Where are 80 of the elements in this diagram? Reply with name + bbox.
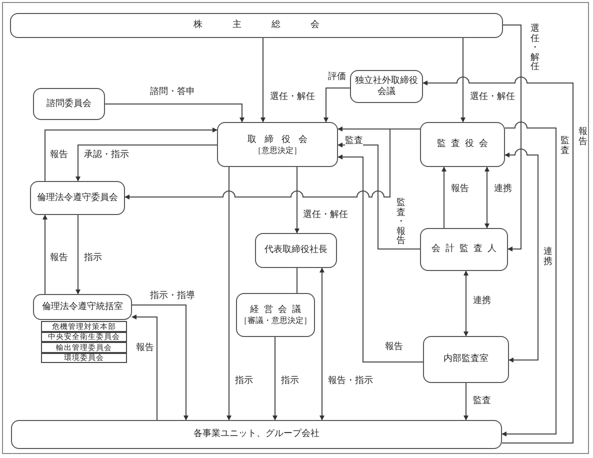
- committee-box: [30, 181, 125, 215]
- box-label: 会計監査人: [432, 244, 502, 255]
- audit-office-box: [423, 336, 509, 383]
- edge-label: 報告: [136, 343, 154, 353]
- arrow: [272, 336, 278, 420]
- edge-label: 報告: [385, 342, 403, 352]
- edge-label: 連携: [543, 248, 553, 267]
- edge-label: 指示: [235, 376, 253, 386]
- box-label: ［意思決定］: [254, 146, 302, 154]
- office-box: [33, 294, 132, 320]
- committee-box: [33, 88, 105, 120]
- table-cell: [41, 321, 127, 332]
- edge-label: 選任・解任: [303, 210, 348, 220]
- box-label: 代表取締役社長: [264, 245, 328, 256]
- box-label: 監査役会: [437, 139, 493, 150]
- edge-label: 指示・指導: [150, 291, 195, 301]
- assembly-banner: [10, 13, 503, 38]
- arrow: [502, 122, 556, 436]
- edge-label: 選任・解任: [530, 25, 540, 72]
- box-label: 株主総会: [194, 20, 350, 31]
- edge-label: 連携: [473, 296, 491, 306]
- meeting-box: [236, 293, 315, 337]
- arrow: [132, 314, 158, 420]
- arrow: [504, 148, 538, 362]
- box-label: 各事業ユニット、グループ会社: [194, 429, 320, 440]
- edge-label: 監査: [345, 136, 363, 146]
- edge-label: 選任・解任: [470, 92, 515, 102]
- edge-label: 報告・指示: [328, 376, 373, 386]
- arrow: [226, 166, 232, 420]
- table-cell: [41, 352, 127, 363]
- arrow: [294, 166, 300, 234]
- arrow: [42, 214, 48, 294]
- arrow: [460, 38, 466, 122]
- edge-label: 承認・指示: [84, 150, 129, 160]
- arrow: [502, 24, 522, 252]
- council-box: [350, 70, 423, 103]
- arrow: [464, 382, 468, 420]
- edge-label: 監査: [473, 396, 491, 406]
- arrow: [422, 76, 574, 444]
- edge-label: 連携: [494, 184, 512, 194]
- box-label: 倫理法令遵守委員会: [37, 192, 118, 204]
- arrow: [464, 270, 468, 336]
- box-label: 独立社外取締役会議: [354, 76, 419, 98]
- arrow: [338, 154, 424, 362]
- box-label: ［審議・意思決定］: [240, 316, 312, 325]
- board-box: [217, 122, 338, 167]
- table-cell: [41, 342, 127, 352]
- box-label: 経営会議: [250, 305, 306, 316]
- edge-label: 指示: [281, 376, 299, 386]
- arrow: [260, 38, 266, 122]
- edge-label: 報告: [50, 150, 68, 160]
- arrow: [132, 304, 188, 420]
- box-label: 内部監査室: [444, 354, 488, 365]
- president-box: [255, 233, 337, 268]
- edge-label: 報告: [451, 184, 469, 194]
- arrow: [76, 144, 218, 182]
- arrow: [76, 214, 80, 294]
- arrow: [104, 104, 244, 122]
- edge-label: 報告: [578, 128, 588, 147]
- board-box: [420, 122, 505, 167]
- edge-label: 選任・解任: [270, 92, 315, 102]
- edge-label: 指示: [84, 253, 102, 263]
- arrow: [320, 268, 324, 420]
- business-units-banner: [11, 420, 502, 449]
- auditor-box: [420, 228, 508, 271]
- edge-label: 監査・報告: [396, 199, 406, 246]
- arrow: [484, 166, 490, 228]
- arrow: [338, 142, 420, 250]
- arrow: [44, 128, 218, 182]
- edge-label: 報告: [50, 253, 68, 263]
- edge-label: 監査: [560, 137, 570, 156]
- table-cell: [41, 332, 127, 342]
- arrow: [324, 88, 350, 122]
- edge-label: 評価: [328, 72, 346, 82]
- connector-line: [296, 268, 298, 294]
- arrow: [442, 166, 446, 228]
- edge-label: 諮問・答申: [150, 87, 195, 97]
- box-label: 諮問委員会: [46, 98, 92, 110]
- box-label: 倫理法令遵守統括室: [42, 302, 123, 312]
- box-label: 取締役会: [248, 134, 316, 146]
